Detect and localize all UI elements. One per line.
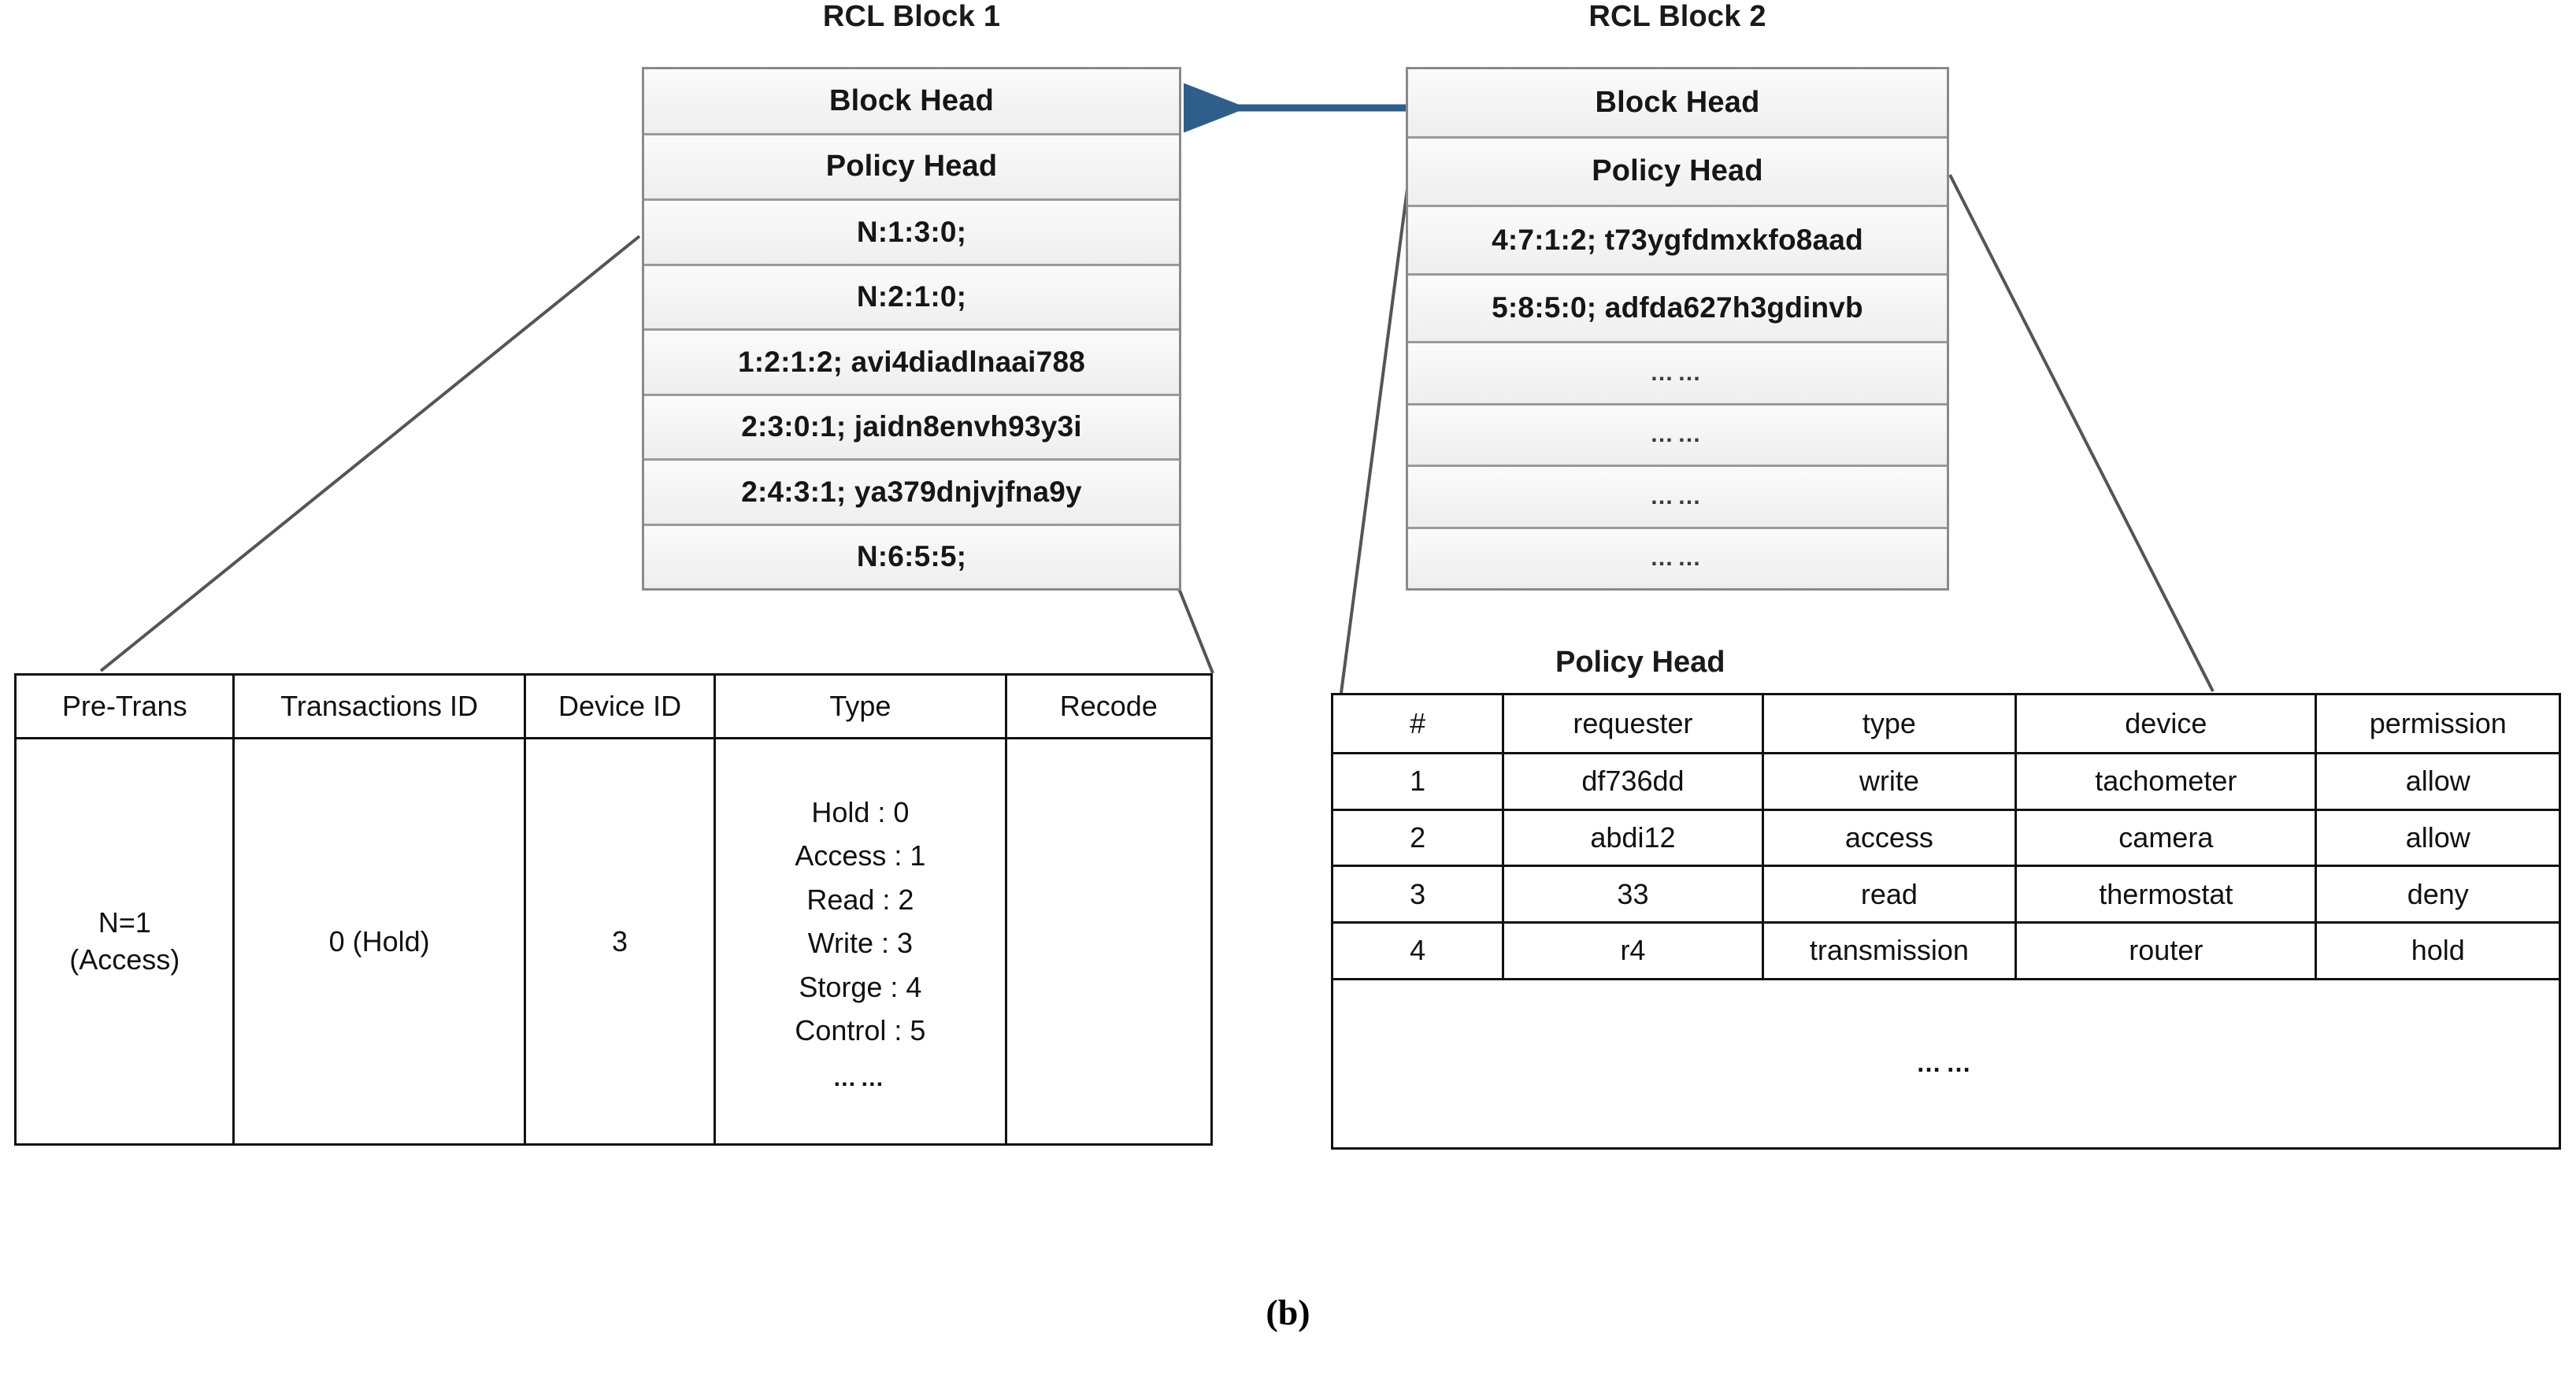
- rcl-block-1: Block Head Policy Head N:1:3:0; N:2:1:0;…: [642, 67, 1181, 591]
- rcl-block-1-row-7: 2:4:3:1; ya379dnjvjfna9y: [644, 461, 1179, 526]
- policy-cell-permission: allow: [2315, 752, 2561, 811]
- type-code-list: Hold : 0 Access : 1 Read : 2 Write : 3 S…: [716, 776, 1004, 1107]
- transaction-table-row: N=1 (Access) 0 (Hold) 3 Hold : 0 Access …: [13, 737, 1213, 1146]
- policy-cell-requester: abdi12: [1502, 808, 1764, 868]
- rcl-block-2-row-3: 4:7:1:2; t73ygfdmxkfo8aad: [1408, 207, 1947, 276]
- cell-type: Hold : 0 Access : 1 Read : 2 Write : 3 S…: [713, 737, 1007, 1146]
- policy-table-row: 1 df736dd write tachometer allow: [1330, 752, 2561, 811]
- cell-device-id: 3: [523, 737, 717, 1146]
- policy-head-table-title: Policy Head: [1555, 646, 1725, 679]
- policy-cell-permission: hold: [2315, 921, 2561, 980]
- policy-cell-type: transmission: [1761, 921, 2018, 980]
- rcl-block-2-row-6: ……: [1408, 405, 1947, 467]
- policy-column-header-permission: permission: [2315, 693, 2561, 754]
- policy-table-row: 3 33 read thermostat deny: [1330, 865, 2561, 924]
- connector-block1-to-transaction-table: [99, 235, 641, 672]
- column-header-pre-trans: Pre-Trans: [13, 673, 235, 739]
- type-item-control: Control : 5: [795, 1014, 926, 1047]
- policy-cell-device: camera: [2014, 808, 2318, 868]
- rcl-block-1-row-4: N:2:1:0;: [644, 265, 1179, 331]
- pre-trans-value-line2: (Access): [69, 943, 180, 976]
- policy-column-header-requester: requester: [1502, 693, 1764, 754]
- type-item-storge: Storge : 4: [799, 970, 922, 1003]
- policy-cell-device: router: [2014, 921, 2318, 980]
- figure-caption: (b): [1266, 1292, 1310, 1332]
- connector-block2-to-policy-table-left: [1340, 182, 1410, 694]
- policy-cell-requester: 33: [1502, 865, 1764, 924]
- policy-cell-index: 1: [1330, 752, 1505, 811]
- rcl-block-1-row-policy-head: Policy Head: [644, 135, 1179, 201]
- rcl-block-2-row-policy-head: Policy Head: [1408, 138, 1947, 207]
- column-header-recode: Recode: [1004, 673, 1213, 739]
- type-item-read: Read : 2: [806, 883, 914, 916]
- rcl-block-2-row-5: ……: [1408, 343, 1947, 406]
- policy-table-row: 4 r4 transmission router hold: [1330, 921, 2561, 980]
- column-header-type: Type: [713, 673, 1007, 739]
- transaction-table-header-row: Pre-Trans Transactions ID Device ID Type…: [13, 673, 1213, 739]
- rcl-block-1-row-8: N:6:5:5;: [644, 525, 1179, 588]
- policy-cell-index: 4: [1330, 921, 1505, 980]
- column-header-device-id: Device ID: [523, 673, 717, 739]
- policy-table-continuation-row: ……: [1331, 977, 2561, 1150]
- cell-pre-trans: N=1 (Access): [13, 737, 235, 1146]
- policy-table-header-row: # requester type device permission: [1330, 693, 2561, 754]
- policy-cell-index: 3: [1330, 865, 1505, 924]
- policy-continuation-dots: ……: [1331, 977, 2561, 1150]
- cell-transactions-id: 0 (Hold): [232, 737, 526, 1146]
- policy-column-header-type: type: [1761, 693, 2018, 754]
- policy-cell-requester: r4: [1502, 921, 1764, 980]
- type-item-access: Access : 1: [795, 839, 926, 872]
- policy-cell-permission: deny: [2315, 865, 2561, 924]
- policy-cell-index: 2: [1330, 808, 1505, 868]
- rcl-block-2-title: RCL Block 2: [1588, 0, 1766, 33]
- rcl-block-2: Block Head Policy Head 4:7:1:2; t73ygfdm…: [1406, 67, 1949, 591]
- policy-cell-type: access: [1761, 808, 2018, 868]
- rcl-block-2-row-8: ……: [1408, 528, 1947, 588]
- policy-head-table: # requester type device permission 1 df7…: [1330, 693, 2561, 1150]
- rcl-block-2-row-4: 5:8:5:0; adfda627h3gdinvb: [1408, 275, 1947, 343]
- rcl-block-1-row-5: 1:2:1:2; avi4diadlnaai788: [644, 331, 1179, 396]
- column-header-transactions-id: Transactions ID: [232, 673, 526, 739]
- type-item-write: Write : 3: [807, 927, 914, 960]
- rcl-block-1-row-block-head: Block Head: [644, 69, 1179, 135]
- type-continuation-dots: ……: [832, 1065, 888, 1092]
- type-item-hold: Hold : 0: [811, 796, 910, 829]
- policy-cell-permission: allow: [2315, 808, 2561, 868]
- rcl-block-2-row-block-head: Block Head: [1408, 69, 1947, 139]
- connector-block2-to-policy-table-right: [1948, 174, 2215, 692]
- policy-cell-type: write: [1761, 752, 2018, 811]
- policy-column-header-index: #: [1330, 693, 1505, 754]
- cell-recode: [1004, 737, 1213, 1146]
- policy-cell-device: tachometer: [2014, 752, 2318, 811]
- pre-trans-value-line1: N=1: [98, 906, 151, 939]
- rcl-block-1-row-6: 2:3:0:1; jaidn8envh93y3i: [644, 395, 1179, 461]
- rcl-block-2-row-7: ……: [1408, 467, 1947, 529]
- rcl-block-1-title: RCL Block 1: [822, 0, 1001, 33]
- transaction-detail-table: Pre-Trans Transactions ID Device ID Type…: [13, 673, 1213, 1146]
- policy-cell-device: thermostat: [2014, 865, 2318, 924]
- policy-cell-requester: df736dd: [1502, 752, 1764, 811]
- policy-cell-type: read: [1761, 865, 2018, 924]
- policy-table-row: 2 abdi12 access camera allow: [1330, 808, 2561, 868]
- policy-column-header-device: device: [2014, 693, 2318, 754]
- rcl-block-1-row-3: N:1:3:0;: [644, 201, 1179, 266]
